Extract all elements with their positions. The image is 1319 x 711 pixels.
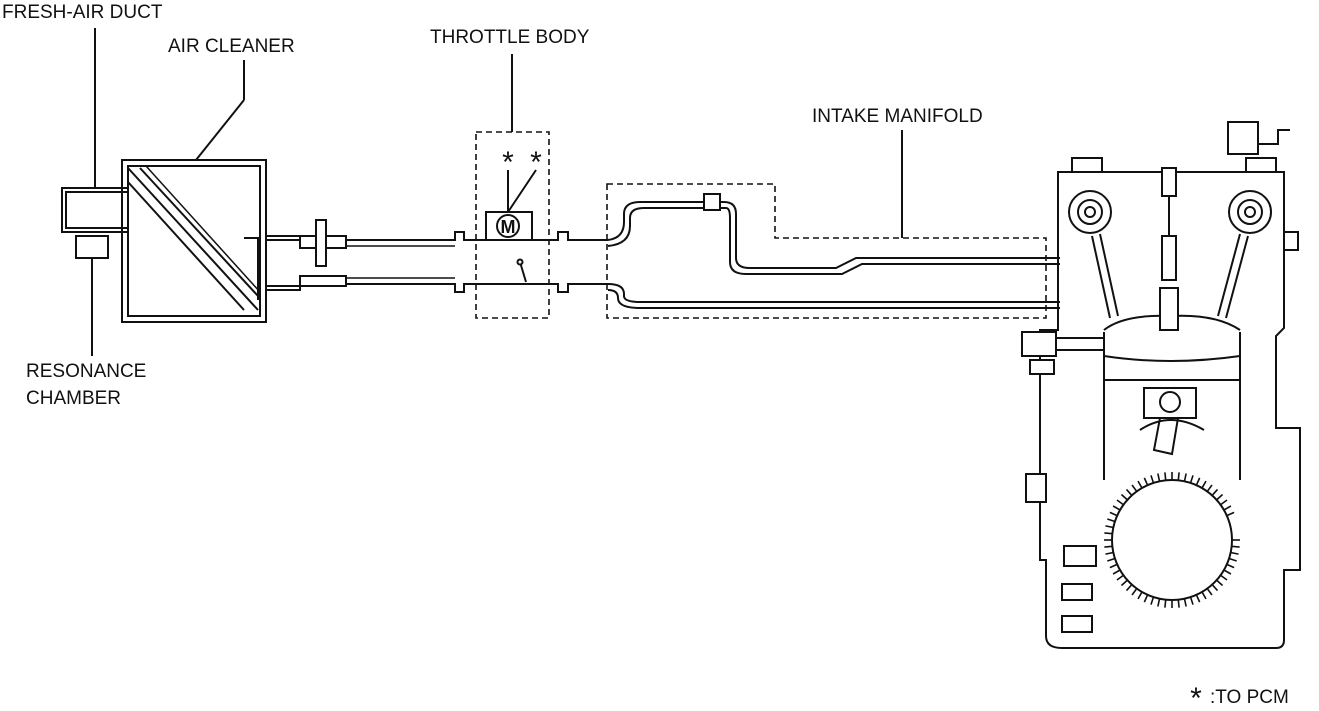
crank-timing-wheel	[1104, 472, 1240, 608]
legend-text: :TO PCM	[1210, 687, 1289, 708]
fresh-air-duct	[61, 28, 128, 233]
legend-symbol: *	[1190, 682, 1202, 710]
air-cleaner	[121, 60, 267, 323]
air-cleaner-label: AIR CLEANER	[168, 36, 295, 57]
throttle-body: M * *	[475, 54, 550, 319]
intake-manifold	[606, 130, 1060, 319]
intake-duct	[266, 219, 608, 293]
intake-manifold-label: INTAKE MANIFOLD	[812, 106, 983, 127]
throttle-motor	[485, 211, 533, 241]
fresh-air-duct-label: FRESH-AIR DUCT	[2, 2, 163, 23]
resonance-chamber-label-line2: CHAMBER	[26, 388, 122, 409]
throttle-body-label: THROTTLE BODY	[430, 27, 590, 48]
throttle-pcm-mark-2: *	[530, 146, 542, 179]
throttle-pcm-mark-1: *	[502, 146, 514, 179]
resonance-chamber-label-line1: RESONANCE	[26, 361, 147, 382]
throttle-motor-symbol: M	[501, 217, 516, 237]
resonance-chamber	[75, 235, 109, 356]
engine	[1021, 121, 1301, 649]
